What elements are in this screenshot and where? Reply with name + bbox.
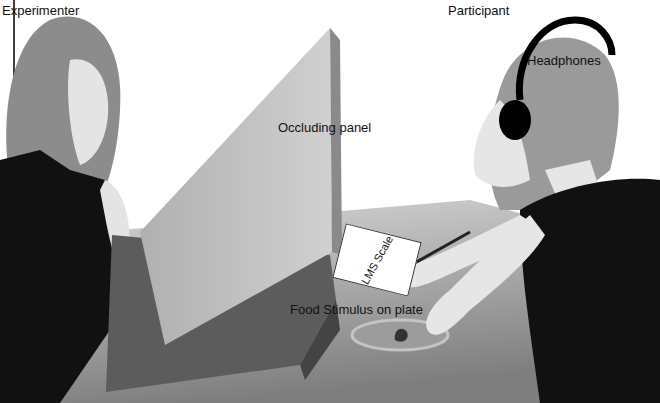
figure-label: Headphones bbox=[527, 53, 601, 68]
figure-label: Food Stimulus on plate bbox=[290, 302, 423, 317]
panel-edge bbox=[330, 28, 342, 255]
participant-figure bbox=[400, 20, 660, 403]
sheet-title: LMS Scale bbox=[359, 234, 395, 286]
figure-label: Occluding panel bbox=[278, 120, 371, 135]
occluding-panel bbox=[140, 28, 332, 345]
food-stimulus bbox=[395, 329, 408, 342]
figure-label: Participant bbox=[448, 3, 509, 18]
figure-label: Experimenter bbox=[2, 3, 79, 18]
